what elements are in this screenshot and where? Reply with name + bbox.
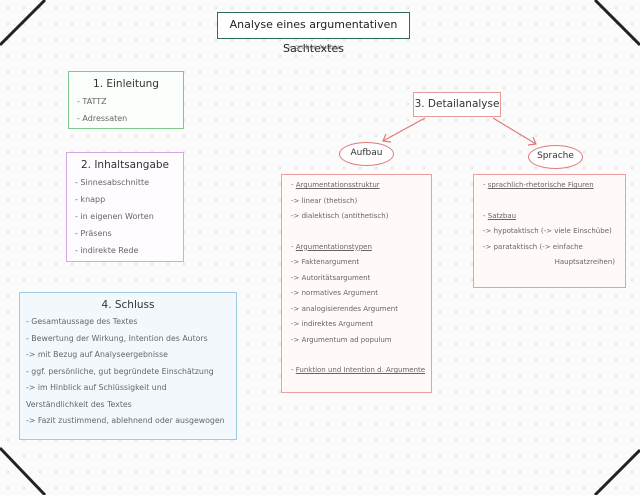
aufbau-struktur-item: -> linear (thetisch): [291, 196, 358, 205]
arrow-to-aufbau: [382, 117, 426, 142]
sprache-parataktisch-cont: Hauptsatzreihen): [554, 258, 615, 266]
aufbau-typen-heading: - Argumentationstypen: [291, 242, 372, 251]
sprache-hypotaktisch: -> hypotaktisch (-> viele Einschübe): [483, 227, 612, 235]
schluss-item: - Gesamtaussage des Textes: [26, 317, 138, 326]
aufbau-typen-item: -> Faktenargument: [291, 258, 360, 266]
corner-line-bottom-left: [0, 446, 47, 495]
inhaltsangabe-item: - indirekte Rede: [75, 246, 139, 255]
corner-line-bottom-right: [593, 448, 640, 495]
inhaltsangabe-item: - Sinnesabschnitte: [75, 178, 150, 187]
einleitung-box: 1. Einleitung - TATTZ - Adressaten: [68, 71, 184, 129]
einleitung-heading: 1. Einleitung: [93, 78, 159, 90]
aufbau-funktion: - Funktion und Intention d. Argumente: [291, 366, 426, 374]
schluss-box: 4. Schluss - Gesamtaussage des Textes - …: [19, 292, 237, 440]
aufbau-box: - Argumentationsstruktur -> linear (thet…: [281, 174, 432, 393]
page-subtitle: -> grober Aufbau: [285, 43, 342, 51]
sprache-satzbau-heading: - Satzbau: [483, 211, 517, 220]
page-title: Analyse eines argumentativen Sachtextes: [217, 12, 410, 55]
einleitung-item: - TATTZ: [77, 97, 107, 106]
arrow-to-sprache: [492, 117, 537, 145]
schluss-heading: 4. Schluss: [101, 299, 155, 311]
aufbau-struktur-item: -> dialektisch (antithetisch): [291, 212, 389, 220]
corner-line-top-left: [0, 0, 47, 47]
aufbau-typen-item: -> Argumentum ad populum: [291, 335, 392, 344]
aufbau-typen-item: -> analogisierendes Argument: [291, 304, 398, 313]
schluss-item: - ggf. persönliche, gut begründete Einsc…: [26, 366, 214, 376]
inhaltsangabe-item: - in eigenen Worten: [75, 212, 154, 221]
aufbau-struktur-heading: - Argumentationsstruktur: [291, 181, 380, 189]
aufbau-label: Aufbau: [339, 142, 394, 166]
schluss-item: -> Fazit zustimmend, ablehnend oder ausg…: [26, 416, 225, 425]
aufbau-typen-item: -> normatives Argument: [291, 289, 378, 297]
sprache-box: - sprachlich-rhetorische Figuren - Satzb…: [473, 174, 626, 288]
schluss-item: -> mit Bezug auf Analyseergebnisse: [26, 350, 168, 359]
sprache-figuren: - sprachlich-rhetorische Figuren: [483, 181, 594, 189]
inhaltsangabe-item: - Präsens: [75, 229, 112, 238]
arrow-head-aufbau: [382, 133, 392, 143]
inhaltsangabe-heading: 2. Inhaltsangabe: [80, 159, 169, 171]
einleitung-item: - Adressaten: [77, 114, 128, 123]
schluss-item: - Bewertung der Wirkung, Intention des A…: [26, 333, 208, 343]
sprache-label: Sprache: [528, 145, 583, 169]
schluss-item: -> im Hinblick auf Schlüssigkeit und: [26, 383, 167, 392]
inhaltsangabe-item: - knapp: [75, 195, 106, 204]
corner-line-top-right: [593, 0, 640, 47]
schluss-item: Verständlichkeit des Textes: [26, 399, 132, 409]
aufbau-typen-item: -> indirektes Argument: [291, 320, 374, 328]
sprache-parataktisch: -> parataktisch (-> einfache: [483, 242, 583, 251]
inhaltsangabe-box: 2. Inhaltsangabe - Sinnesabschnitte - kn…: [66, 152, 184, 262]
arrow-head-sprache: [527, 136, 537, 146]
aufbau-typen-item: -> Autoritätsargument: [291, 273, 371, 282]
detailanalyse-heading: 3. Detailanalyse: [413, 92, 501, 117]
